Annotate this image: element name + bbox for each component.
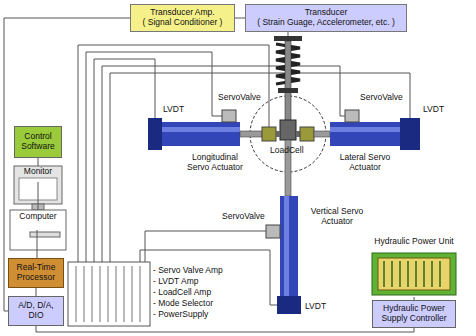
io-board-box: A/D, D/A, DIO	[8, 296, 64, 326]
actuator-label: Longitudinal Servo Actuator	[178, 150, 252, 176]
rack-slot	[132, 266, 133, 322]
actuator-cylinder	[280, 196, 298, 296]
controller-box: Hydraulic Power Supply Controller	[372, 300, 456, 328]
rack-slot	[116, 266, 117, 322]
piston-rod	[314, 131, 330, 137]
rack-slot	[140, 266, 141, 322]
actuator-label: Vertical Servo Actuator	[306, 204, 368, 230]
connector	[38, 182, 39, 210]
rack-item: - Servo Valve Amp	[153, 266, 223, 276]
rack-slot	[124, 266, 125, 322]
fin	[391, 261, 393, 287]
fin	[415, 261, 417, 287]
connector	[4, 18, 130, 311]
spring-plate	[274, 36, 302, 41]
wire	[145, 231, 266, 262]
sensor-label: LVDT	[305, 302, 326, 312]
spring-seat	[278, 88, 298, 93]
wire	[102, 66, 345, 262]
rack-item: - LVDT Amp	[153, 277, 199, 287]
rack-slots	[76, 266, 140, 322]
valve-label: ServoValve	[360, 93, 403, 103]
actuator-label: Lateral Servo Actuator	[328, 150, 402, 176]
computer-case	[10, 210, 66, 250]
hpu-frame	[372, 253, 456, 295]
processor-box: Real-Time Processor	[8, 258, 64, 288]
actuator-cylinder	[162, 122, 240, 146]
sensor-label: LVDT	[163, 105, 184, 115]
cylinder-highlight	[162, 127, 240, 132]
connector	[36, 326, 414, 332]
node-title: Monitor	[24, 167, 52, 177]
software-box: Control Software	[14, 126, 62, 158]
node-title: Hydraulic Power Supply Controller	[376, 304, 452, 324]
connector	[36, 288, 37, 296]
amp-rack	[68, 262, 150, 326]
fin	[407, 261, 409, 287]
wire	[288, 32, 289, 36]
link	[276, 131, 280, 137]
wire	[140, 250, 277, 305]
node-title: Control Software	[18, 132, 58, 152]
wire	[110, 73, 410, 262]
connector	[37, 230, 38, 258]
hpu-tank	[378, 258, 450, 290]
rack-item: - LoadCell Amp	[153, 288, 211, 298]
connector	[38, 158, 39, 166]
loadcell-label: LoadCell	[270, 146, 304, 156]
node-title: Hydraulic Power Unit	[374, 237, 453, 247]
cylinder-highlight	[330, 127, 400, 132]
node-subtitle: ( Signal Conditioner )	[143, 18, 223, 28]
drive-slot	[30, 232, 60, 237]
load-cell	[262, 127, 276, 141]
load-cell	[300, 127, 314, 141]
servo-valve	[345, 110, 359, 122]
rack-slot	[108, 266, 109, 322]
connector	[235, 18, 245, 19]
monitor: Monitor	[14, 166, 62, 182]
rack-slot	[92, 266, 93, 322]
servo-valve	[266, 225, 280, 238]
fin	[439, 261, 441, 287]
amplifier-box: Transducer Amp.( Signal Conditioner )	[130, 4, 235, 32]
actuator-end	[400, 118, 420, 150]
node-title: Transducer Amp.	[150, 8, 214, 18]
link	[296, 131, 300, 137]
valve-label: ServoValve	[222, 212, 265, 222]
valve-label: ServoValve	[218, 93, 261, 103]
piston-rod	[240, 131, 262, 137]
node-title: Vertical Servo Actuator	[309, 207, 365, 227]
node-title: Real-Time Processor	[12, 263, 60, 283]
rack-slot	[100, 266, 101, 322]
transducer-box: Transducer( Strain Guage, Accelerometer,…	[245, 4, 407, 32]
fin	[423, 261, 425, 287]
power-unit: Hydraulic Power Unit	[370, 237, 458, 297]
node-title: Computer	[19, 212, 56, 222]
fin	[399, 261, 401, 287]
node-title: Lateral Servo Actuator	[331, 153, 399, 173]
wire	[78, 45, 269, 262]
rack-slot	[76, 266, 77, 322]
rack-slot	[84, 266, 85, 322]
node-title: Longitudinal Servo Actuator	[181, 153, 249, 173]
rack-item: - Mode Selector	[153, 299, 213, 309]
node-title: Transducer	[305, 8, 348, 18]
motor-fins	[384, 261, 440, 287]
knuckle	[280, 120, 296, 140]
rack-item: - PowerSupply	[153, 310, 208, 320]
fin	[431, 261, 433, 287]
actuator-end	[148, 118, 162, 150]
actuator-end	[277, 296, 301, 314]
cylinder-highlight	[284, 196, 289, 296]
shock-rod	[285, 41, 291, 121]
computer: Computer	[10, 210, 66, 230]
wire	[94, 59, 155, 262]
sensor-label: LVDT	[423, 105, 444, 115]
actuator-cylinder	[330, 122, 400, 146]
servo-valve	[222, 110, 236, 122]
fin	[383, 261, 385, 287]
node-subtitle: ( Strain Guage, Accelerometer, etc. )	[257, 18, 394, 28]
node-title: A/D, D/A, DIO	[12, 301, 60, 321]
